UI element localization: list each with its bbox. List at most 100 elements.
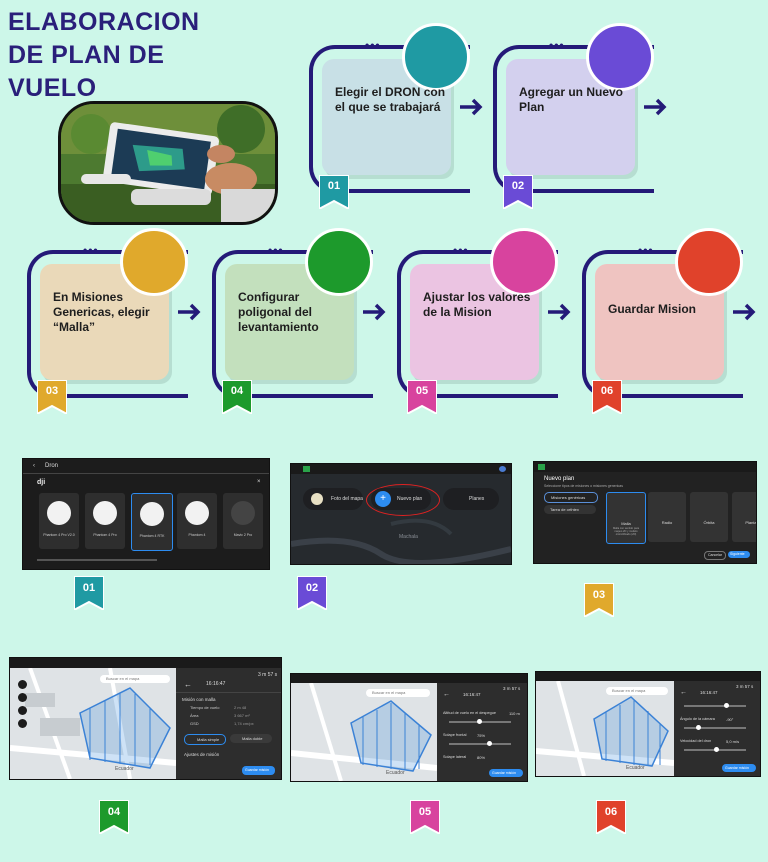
step-circle — [305, 228, 373, 296]
screen-badge-05: 05 — [409, 799, 441, 836]
screenshot-generic-missions: Nuevo plan Seleccione tipos de misiones … — [533, 461, 757, 564]
double-grid-button[interactable]: Malla doble — [230, 734, 272, 743]
step-circle — [586, 23, 654, 91]
time-label: 16:16:47 — [700, 690, 718, 695]
settings-panel: ← 16:16:47 3 m 57 s Ángulo de la cámara … — [674, 681, 760, 776]
dots-decoration: ••• — [549, 38, 565, 52]
drone-name: Phantom 4 RTK — [139, 534, 165, 538]
map-area[interactable]: Buscar en el mapa Ecuador — [291, 683, 437, 781]
close-icon[interactable] — [18, 693, 27, 702]
arrow-right-icon — [733, 303, 756, 321]
title-line-1: ELABORACION — [8, 8, 200, 36]
arrow-right-icon — [548, 303, 571, 321]
map-area[interactable]: Buscar en el mapa Ecuador — [10, 668, 176, 779]
plans-button[interactable]: Planes — [443, 488, 499, 510]
photo-map-button[interactable]: Foto del mapa — [303, 488, 363, 510]
drone-icon[interactable] — [18, 719, 27, 728]
save-mission-button[interactable]: Guardar misión — [722, 764, 756, 772]
mission-type-label: Misión con malla — [182, 697, 216, 702]
save-mission-button[interactable]: Guardar misión — [489, 769, 523, 777]
drone-card[interactable]: Phantom 4 Pro — [85, 493, 125, 549]
step-number: 01 — [327, 180, 341, 192]
step-text: Ajustar los valores de la Mision — [423, 290, 531, 319]
mission-settings-label[interactable]: Ajustes de misión — [184, 752, 220, 757]
step-text: Guardar Mision — [608, 302, 697, 316]
back-chevron-icon[interactable]: ‹ — [33, 463, 35, 469]
screenshot-save-mission: Buscar en el mapa Ecuador ← 16:16:47 3 m… — [535, 671, 761, 777]
front-overlap-slider[interactable] — [449, 741, 511, 746]
screen-badge-04: 04 — [98, 799, 130, 836]
highlight-circle — [366, 484, 440, 516]
time-label: 16:16:47 — [463, 692, 481, 697]
arrow-right-icon — [178, 303, 201, 321]
save-mission-button[interactable]: Guardar misión — [242, 766, 275, 775]
altitude-slider[interactable] — [449, 719, 511, 724]
drone-card[interactable]: Mavic 2 Pro — [223, 493, 263, 549]
drone-image — [93, 501, 117, 525]
step-text: Agregar un Nuevo Plan — [519, 85, 624, 114]
altitude-value: 110 m — [509, 711, 520, 716]
plus-icon: + — [375, 491, 391, 507]
dark-map — [291, 518, 511, 564]
cancel-button[interactable]: Cancelar — [704, 551, 726, 560]
close-icon[interactable]: × — [257, 479, 261, 485]
title-line-2: DE PLAN DE — [8, 41, 165, 69]
mission-option-label: Malla — [621, 521, 631, 526]
back-arrow-icon[interactable]: ← — [184, 680, 192, 689]
drone-name: Mavic 2 Pro — [233, 533, 253, 537]
generic-missions-tab[interactable]: Misiones genéricas — [544, 492, 598, 503]
distance-label: 3 m 57 s — [503, 686, 521, 691]
title-line-3: VUELO — [8, 74, 97, 102]
simple-grid-button[interactable]: Malla simple — [184, 734, 226, 745]
home-icon[interactable] — [538, 464, 545, 470]
stat-label: Área — [190, 713, 199, 718]
mission-option-label: Radio — [661, 520, 673, 525]
map-area[interactable]: Buscar en el mapa Ecuador — [536, 681, 674, 776]
front-overlap-label: Solape frontal — [443, 733, 467, 737]
ortho-tab[interactable]: Tarea de orthtex — [544, 505, 596, 514]
drone-card[interactable]: Phantom 4 — [177, 493, 217, 549]
camera-angle-slider[interactable] — [684, 725, 746, 730]
avatar[interactable] — [499, 466, 506, 472]
settings-panel: ← 16:16:47 3 m 57 s Altitud de vuelo en … — [437, 683, 527, 781]
step-text: En Misiones Genericas, elegir “Malla” — [53, 290, 150, 334]
camera-angle-label: Ángulo de la cámara — [680, 717, 715, 721]
mission-option-card[interactable]: Órbita — [690, 492, 728, 542]
screen-badge-06: 06 — [595, 799, 627, 836]
step-frame — [397, 250, 558, 398]
screen-header: Dron — [45, 463, 59, 469]
back-arrow-icon[interactable]: ← — [443, 691, 450, 698]
dots-decoration: ••• — [638, 243, 654, 257]
drone-image — [185, 501, 209, 525]
step-badge: 03 — [36, 379, 68, 416]
next-button[interactable]: Siguiente — [728, 551, 750, 558]
search-input[interactable]: Buscar en el mapa — [100, 675, 170, 683]
mission-option-card[interactable]: Radio — [648, 492, 686, 542]
search-input[interactable]: Buscar en el mapa — [606, 687, 668, 695]
mission-option-card[interactable]: Planta — [732, 492, 756, 542]
step-number: 03 — [45, 385, 59, 397]
home-icon[interactable] — [303, 466, 310, 472]
locate-icon[interactable] — [18, 680, 27, 689]
screen-badge-01: 01 — [73, 575, 105, 612]
screen-badge-number: 05 — [418, 806, 432, 818]
drone-card[interactable]: Phantom 4 RTK — [131, 493, 173, 551]
mission-panel: ← 16:16:47 3 m 57 s Misión con malla Tie… — [176, 668, 281, 779]
drone-speed-slider[interactable] — [684, 747, 746, 752]
screenshot-new-plan: Foto del mapa + Nuevo plan Planes Machal… — [290, 463, 512, 565]
new-plan-button[interactable]: + Nuevo plan — [371, 488, 431, 510]
search-input[interactable]: Buscar en el mapa — [366, 689, 430, 697]
back-arrow-icon[interactable]: ← — [680, 689, 687, 696]
step-circle — [675, 228, 743, 296]
page-title: ELABORACION DE PLAN DE VUELO — [8, 6, 208, 105]
layers-icon[interactable] — [18, 706, 27, 715]
screen-badge-number: 01 — [82, 582, 96, 594]
step-badge: 02 — [502, 174, 534, 211]
drone-card[interactable]: Phantom 4 Pro V2.0 — [39, 493, 79, 549]
map-polygon — [536, 681, 674, 776]
top-slider[interactable] — [684, 703, 746, 708]
